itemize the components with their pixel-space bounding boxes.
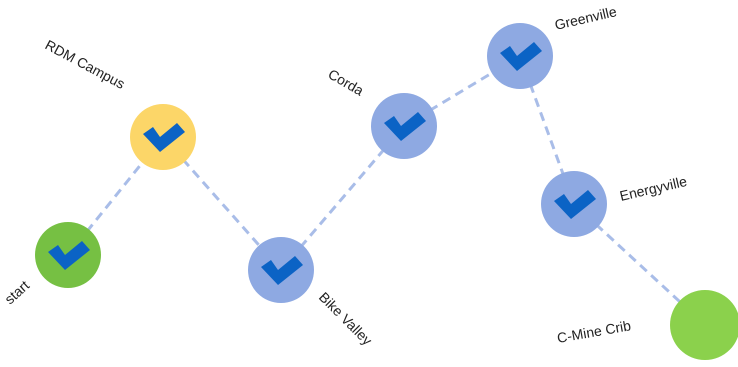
stop-label-c-mine-crib: C-Mine Crib bbox=[556, 317, 633, 346]
stop-label-corda: Corda bbox=[326, 66, 367, 99]
check-icon bbox=[143, 123, 185, 152]
stop-circle-c-mine-crib bbox=[670, 290, 738, 360]
route-stops bbox=[35, 23, 738, 360]
stop-c-mine-crib bbox=[670, 290, 738, 360]
stop-label-bike-valley: Bike Valley bbox=[316, 289, 376, 349]
check-icon bbox=[384, 112, 426, 141]
stop-label-energyville: Energyville bbox=[618, 173, 689, 204]
stop-label-greenville: Greenville bbox=[553, 3, 618, 33]
check-icon bbox=[48, 241, 90, 270]
check-icon bbox=[261, 256, 303, 285]
stop-corda bbox=[371, 93, 437, 159]
stop-bike-valley bbox=[248, 237, 314, 303]
check-icon bbox=[500, 42, 542, 71]
stop-label-rdm-campus: RDM Campus bbox=[43, 37, 128, 92]
stop-rdm-campus bbox=[130, 104, 196, 170]
stop-greenville bbox=[487, 23, 553, 89]
stop-energyville bbox=[541, 171, 607, 237]
route-connectors bbox=[66, 54, 707, 327]
stop-start bbox=[35, 222, 101, 288]
connector-greenville-to-energyville bbox=[518, 55, 576, 205]
check-icon bbox=[554, 190, 596, 219]
stop-label-start: start bbox=[1, 277, 32, 307]
